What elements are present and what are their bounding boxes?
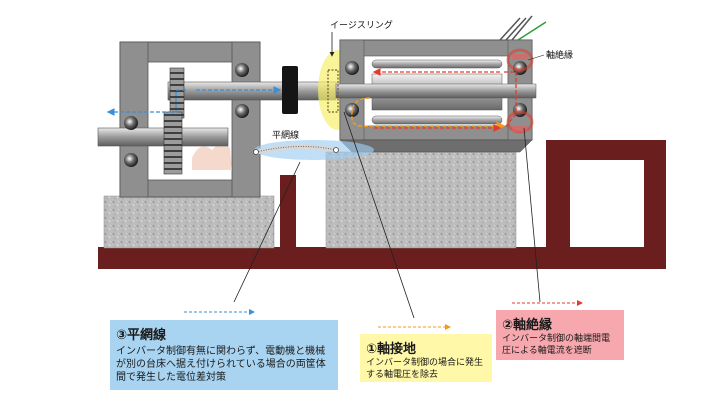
input-shaft bbox=[97, 127, 229, 147]
grounding-box: ①軸接地 インバータ制御の場合に発生する軸電圧を除去 bbox=[360, 334, 492, 382]
coupling bbox=[282, 66, 298, 114]
current-path-machine bbox=[106, 89, 186, 116]
motor-shaft bbox=[335, 83, 537, 99]
upper-gear bbox=[169, 67, 185, 119]
label-easing-ring: イージスリング bbox=[330, 19, 393, 31]
callout-insulation bbox=[523, 127, 541, 303]
main-shaft bbox=[167, 81, 337, 101]
braided-wire-box-title: ③平網線 bbox=[116, 328, 167, 343]
label-braided-wire: 平網線 bbox=[272, 129, 299, 141]
callout-grounding bbox=[343, 111, 415, 319]
power-cables bbox=[499, 15, 547, 41]
insulation-box: ②軸絶縁 インバータ制御の軸端間電圧による軸電流を遮断 bbox=[496, 310, 624, 360]
braided-wire-box: ③平網線 インバータ制御有無に関わらず、電動機と機械が別の台床へ据え付けられてい… bbox=[110, 320, 338, 390]
label-shaft-insulation: 軸絶縁 bbox=[546, 49, 573, 61]
grounding-box-title: ①軸接地 bbox=[366, 342, 417, 357]
grounding-box-body: インバータ制御の場合に発生する軸電圧を除去 bbox=[366, 358, 484, 380]
insulation-box-title: ②軸絶縁 bbox=[502, 318, 553, 333]
current-path-grounding bbox=[351, 97, 506, 131]
insulation-box-body: インバータ制御の軸端間電圧による軸電流を遮断 bbox=[502, 334, 611, 356]
lower-gear bbox=[163, 111, 183, 175]
machine-frame bbox=[119, 41, 261, 198]
insulation-highlight-top bbox=[506, 48, 534, 72]
braided-wire-box-body: インバータ制御有無に関わらず、電動機と機械が別の台床へ据え付けられている場合の両… bbox=[116, 346, 326, 383]
machine-concrete-base bbox=[103, 195, 275, 249]
callout-braided bbox=[233, 161, 301, 303]
machine-bearings bbox=[124, 63, 249, 167]
grounding-ring bbox=[327, 69, 339, 113]
motor-bearings bbox=[345, 61, 527, 117]
motor-concrete-base bbox=[325, 151, 517, 249]
foundation-base bbox=[98, 140, 666, 269]
